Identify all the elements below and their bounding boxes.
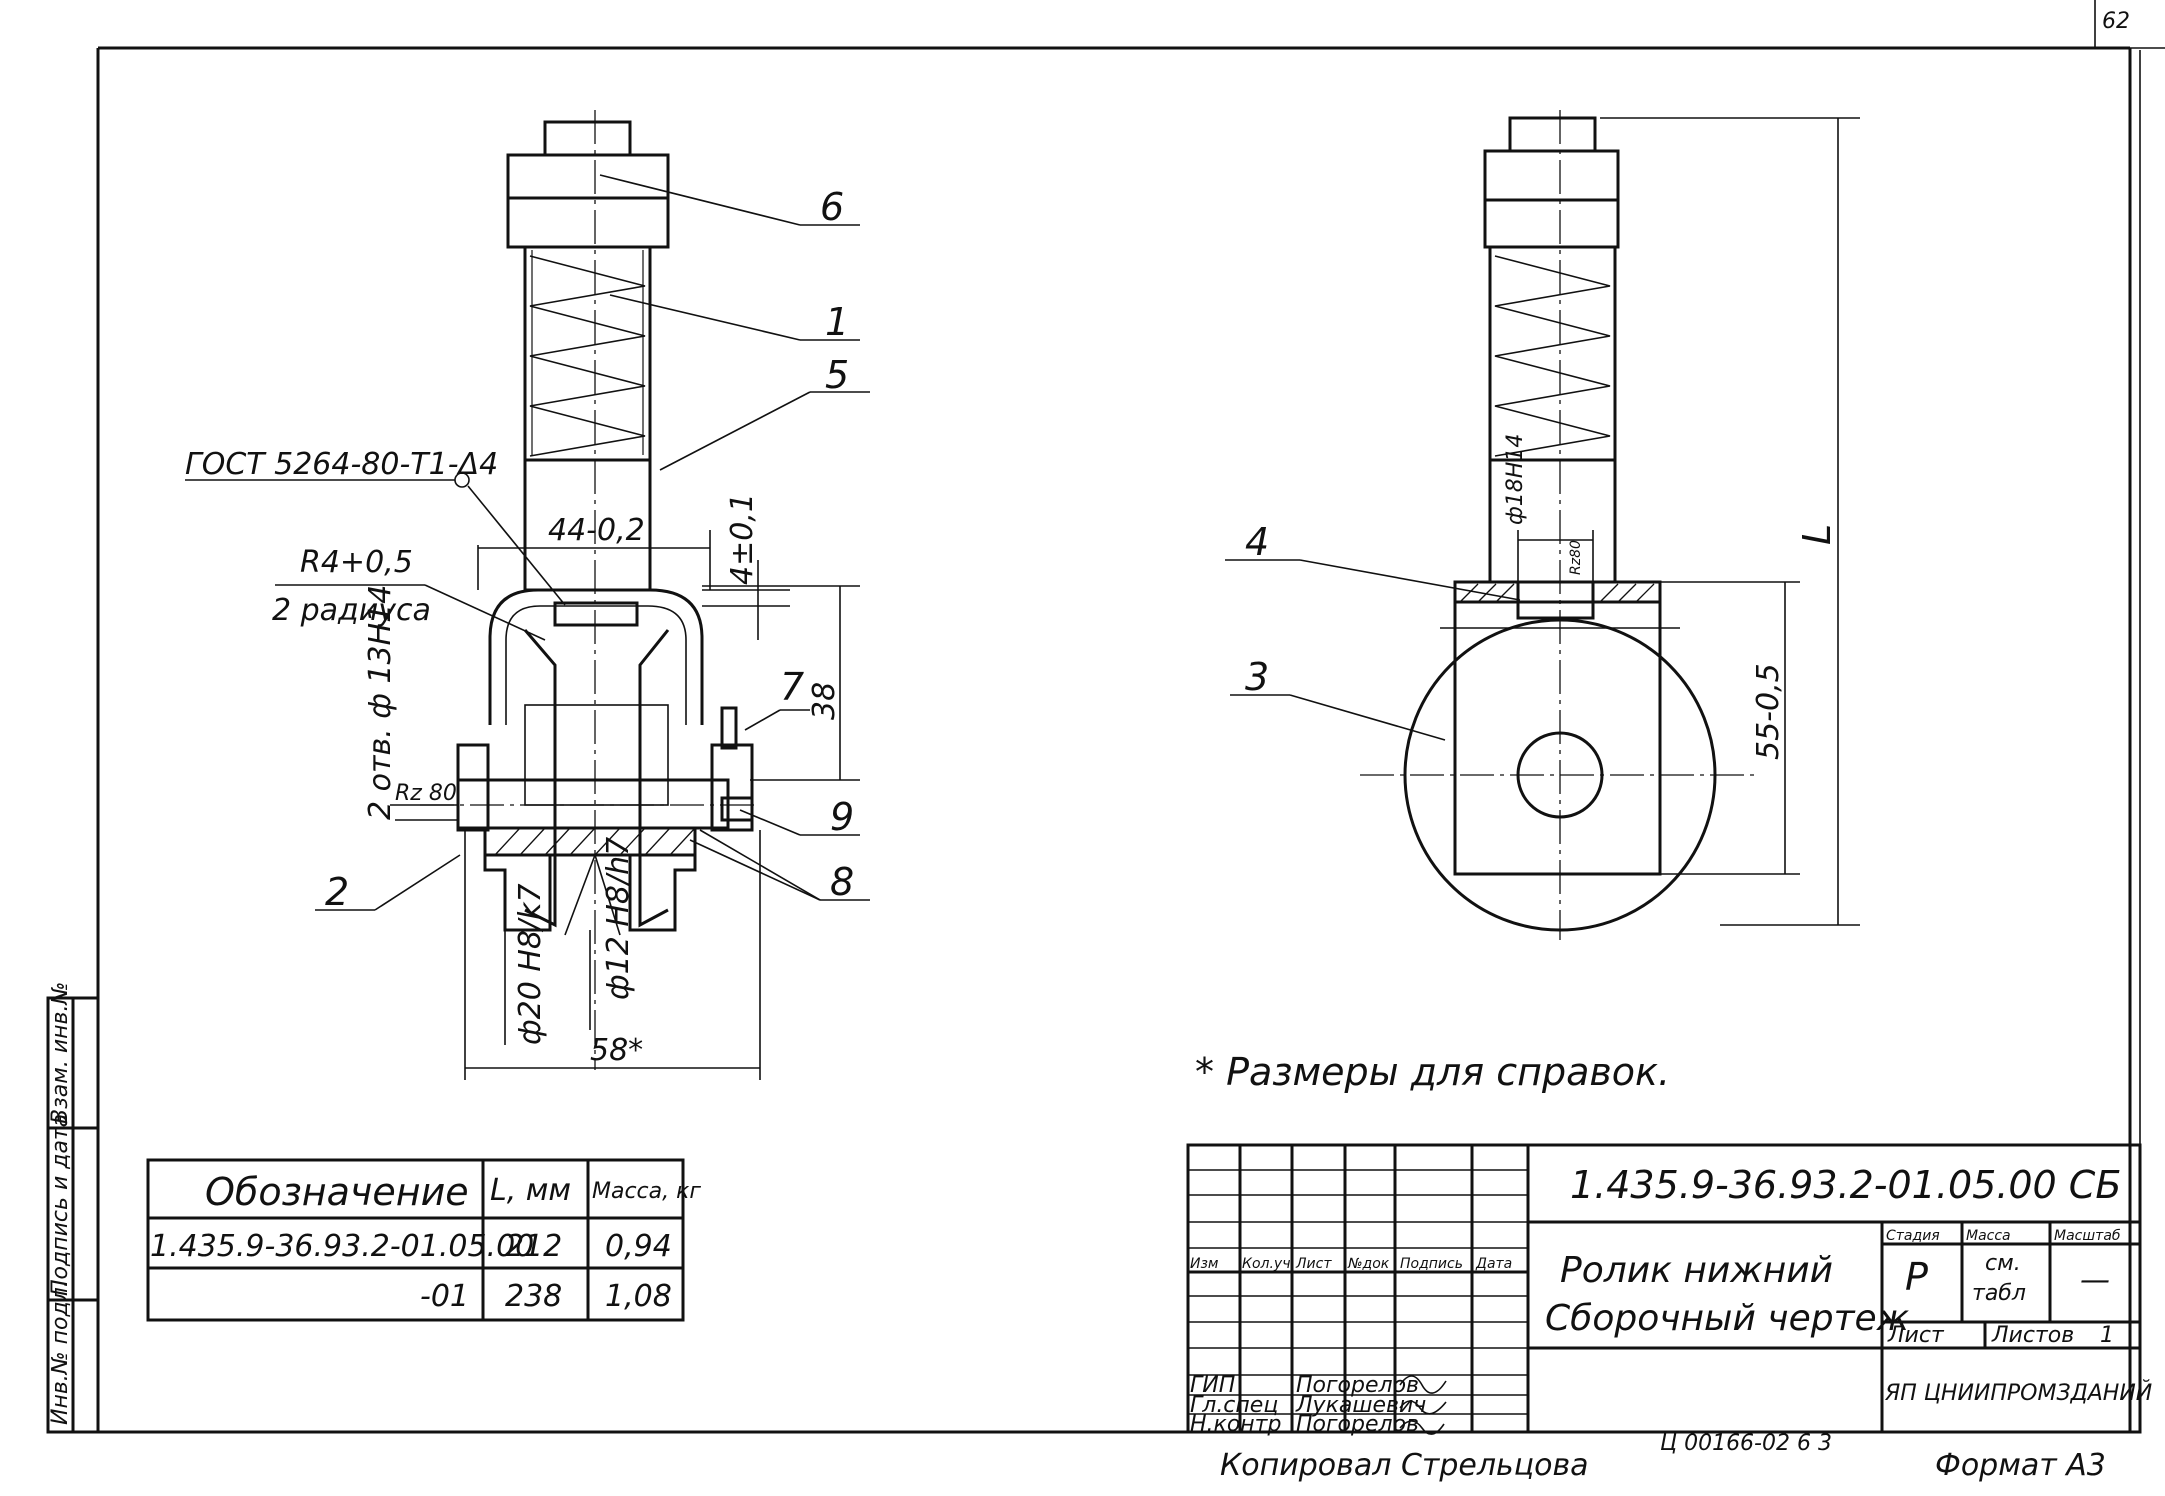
- roughness-front: Rz 80: [395, 781, 457, 806]
- label-part-6: 6: [820, 185, 844, 229]
- table-cell-r1-mass: 0,94: [605, 1229, 672, 1264]
- table-header-designation: Обозначение: [205, 1170, 469, 1214]
- table-cell-r2-designation: -01: [420, 1279, 469, 1314]
- mass-value-line2: табл: [1972, 1281, 2026, 1306]
- name-1: Погорелов: [1296, 1373, 1419, 1398]
- table-cell-r1-designation: 1.435.9-36.93.2-01.05.00: [150, 1229, 534, 1264]
- label-part-8: 8: [830, 860, 854, 904]
- stage-label: Стадия: [1886, 1228, 1940, 1244]
- change-header-izm: Изм: [1190, 1256, 1219, 1272]
- radius-note-1: R4+0,5: [300, 545, 413, 580]
- fit-20: ф20 H8/k7: [513, 883, 548, 1045]
- dim-58: 58*: [590, 1033, 643, 1068]
- label-part-2: 2: [325, 870, 349, 914]
- scale-label: Масштаб: [2054, 1228, 2121, 1244]
- sheets-count: 1: [2100, 1323, 2114, 1348]
- dim-55: 55-0,5: [1751, 663, 1786, 760]
- dim-44: 44-0,2: [548, 513, 645, 548]
- dim-L: L: [1795, 524, 1839, 545]
- page-number: 62: [2102, 9, 2130, 34]
- table-cell-r1-length: 212: [505, 1229, 562, 1264]
- strip-signature: Подпись и дата: [48, 1114, 73, 1296]
- copied-by: Копировал Стрельцова: [1220, 1448, 1589, 1483]
- stage-value: Р: [1905, 1255, 1928, 1299]
- name-2: Лукашевич: [1295, 1393, 1426, 1418]
- hub-hatch: [494, 827, 696, 856]
- variants-table: [146, 1158, 685, 1322]
- drawing-name-line2: Сборочный чертеж: [1545, 1298, 1910, 1339]
- bore-dim: ф18Н14: [1503, 434, 1528, 525]
- change-header-kol: Кол.уч: [1242, 1256, 1290, 1272]
- strip-replaced-inv: Взам. инв.№: [48, 982, 73, 1124]
- label-part-4: 4: [1245, 520, 1269, 564]
- label-part-5: 5: [825, 353, 849, 397]
- label-part-7: 7: [780, 665, 804, 709]
- drawing-name-line1: Ролик нижний: [1560, 1250, 1833, 1291]
- strip-inv-no: Инв.№ подл.: [48, 1280, 73, 1425]
- fit-12: ф12 H8/h7: [601, 837, 636, 1000]
- roughness-side: Rz80: [1568, 540, 1584, 575]
- sheet-label: Лист: [1887, 1323, 1945, 1348]
- scale-value: —: [2080, 1263, 2110, 1298]
- role-gip: ГИП: [1190, 1373, 1235, 1398]
- reference-note: * Размеры для справок.: [1195, 1050, 1670, 1094]
- mass-label: Масса: [1966, 1228, 2011, 1244]
- drawing-designation: 1.435.9-36.93.2-01.05.00 СБ: [1570, 1163, 2121, 1207]
- title-block-grid: [1186, 1143, 2142, 1434]
- side-view: [1225, 110, 1860, 940]
- dim-4: 4±0,1: [725, 493, 760, 585]
- change-header-sign: Подпись: [1400, 1256, 1463, 1272]
- organization: ЯП ЦНИИПРОМЗДАНИЙ: [1884, 1380, 2152, 1406]
- table-header-mass: Масса, кг: [592, 1179, 701, 1204]
- sheets-label: Листов: [1991, 1323, 2074, 1348]
- archive-code: Ц 00166-02 6 3: [1660, 1431, 1832, 1456]
- sheet-frame: [96, 0, 2165, 1434]
- change-header-doc: №док: [1347, 1256, 1390, 1272]
- change-header-date: Дата: [1475, 1256, 1512, 1272]
- table-cell-r2-length: 238: [505, 1279, 562, 1314]
- weld-symbol-text: ГОСТ 5264-80-Т1-Δ4: [185, 447, 498, 482]
- label-part-1: 1: [825, 300, 849, 344]
- dim-38: 38: [807, 682, 842, 720]
- table-cell-r2-mass: 1,08: [605, 1279, 672, 1314]
- left-strip: Инв.№ подл. Подпись и дата Взам. инв.№: [46, 982, 100, 1434]
- front-view: [185, 110, 870, 1080]
- role-glspec: Гл.спец: [1190, 1393, 1278, 1418]
- name-3: Погорелов: [1296, 1412, 1419, 1437]
- change-header-list: Лист: [1295, 1256, 1332, 1272]
- label-part-9: 9: [830, 795, 854, 839]
- table-header-length: L, мм: [490, 1173, 571, 1208]
- label-part-3: 3: [1245, 655, 1269, 699]
- signature-marks: [1399, 1375, 1447, 1435]
- holes-note: 2 отв. ф 13Н14: [363, 585, 398, 820]
- radius-note-2: 2 радиуса: [272, 593, 431, 628]
- role-nkontr: Н.контр: [1190, 1412, 1281, 1437]
- mass-value-line1: см.: [1985, 1251, 2021, 1276]
- plate-hatch: [1459, 583, 1655, 603]
- format-note: Формат А3: [1935, 1448, 2106, 1483]
